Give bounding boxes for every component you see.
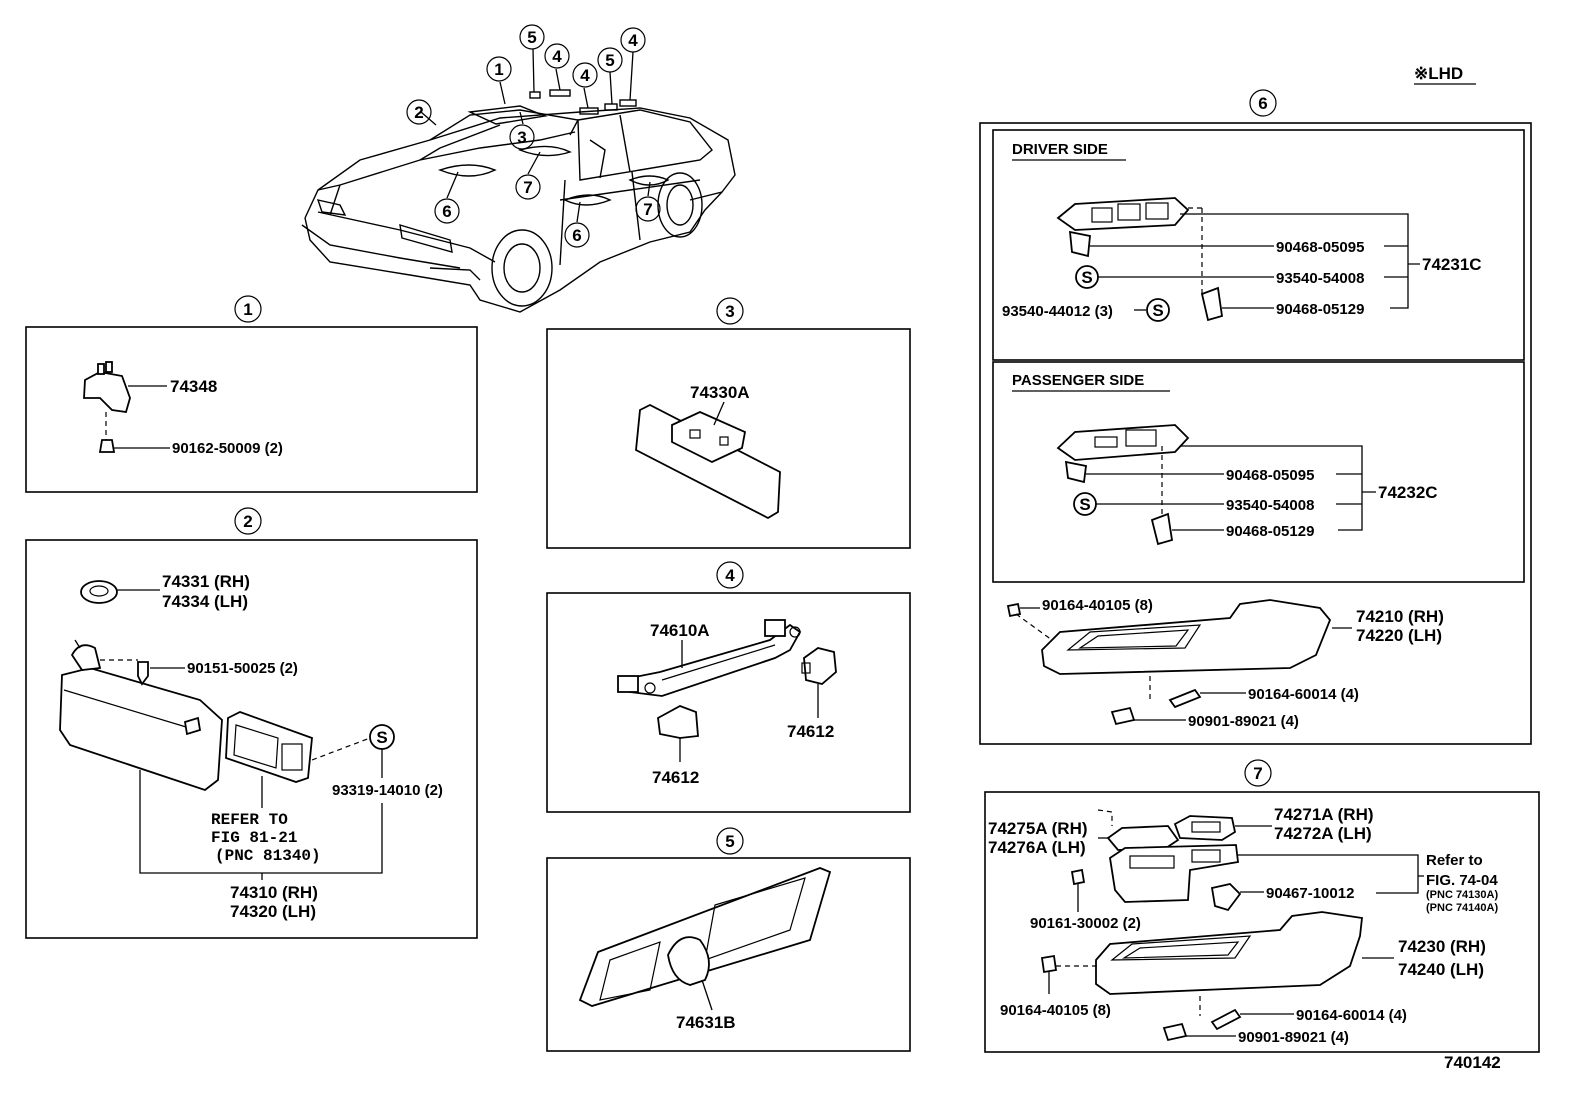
section-1: 1 74348 90162-50009 (2)	[25, 295, 478, 493]
section-1-index: 1	[243, 300, 252, 319]
refer-pnc-1: (PNC 74130A)	[1426, 889, 1498, 901]
section-2: 2 74331 (RH) 74334 (LH) 90151-50025 (2) …	[25, 507, 478, 939]
part-74231c: 74231C	[1422, 255, 1482, 274]
part-74631b: 74631B	[676, 1013, 736, 1032]
svg-text:7: 7	[523, 178, 532, 197]
part-74334-lh: 74334 (LH)	[162, 592, 248, 611]
svg-text:2: 2	[414, 103, 423, 122]
car-overview: 2 1 3 5 4 4 5 4 6 7 6 7	[301, 24, 736, 313]
part-93540-54008-d: 93540-54008	[1276, 270, 1364, 287]
svg-text:3: 3	[517, 128, 526, 147]
svg-text:4: 4	[552, 47, 562, 66]
part-74612-b: 74612	[787, 722, 834, 741]
section-4-index: 4	[725, 566, 735, 585]
part-90164-40105-6: 90164-40105 (8)	[1042, 597, 1153, 614]
svg-text:7: 7	[643, 200, 652, 219]
refer-pnc-2: (PNC 74140A)	[1426, 902, 1498, 914]
part-93540-54008-p: 93540-54008	[1226, 497, 1314, 514]
svg-text:4: 4	[580, 66, 590, 85]
svg-text:6: 6	[442, 202, 451, 221]
s-symbol: S	[1081, 268, 1092, 287]
overview-callout-5: 5	[597, 47, 623, 73]
section-6: 6 DRIVER SIDE 90468-05095 S 93540-54008 …	[979, 89, 1532, 745]
overview-callout-4: 4	[572, 62, 598, 88]
part-74271a-rh: 74271A (RH)	[1274, 805, 1374, 824]
part-90468-05129-p: 90468-05129	[1226, 523, 1314, 540]
section-3: 3 74330A	[546, 297, 911, 549]
svg-text:6: 6	[572, 226, 581, 245]
overview-callout-7: 7	[515, 174, 541, 200]
section-6-index: 6	[1258, 94, 1267, 113]
part-90901-89021-7: 90901-89021 (4)	[1238, 1029, 1349, 1046]
overview-callout-4: 4	[620, 27, 646, 53]
section-4: 4 74610A 74612 74612	[546, 561, 911, 813]
section-2-index: 2	[243, 512, 252, 531]
part-90901-89021-6: 90901-89021 (4)	[1188, 713, 1299, 730]
section-7: 7 74271A (RH) 74272A (LH) 74275A (RH) 74…	[984, 759, 1540, 1053]
svg-text:1: 1	[494, 60, 503, 79]
passenger-side-title: PASSENGER SIDE	[1012, 372, 1144, 389]
svg-text:5: 5	[527, 28, 536, 47]
svg-text:4: 4	[628, 31, 638, 50]
part-93540-44012: 93540-44012 (3)	[1002, 303, 1113, 320]
part-90162-50009: 90162-50009 (2)	[172, 440, 283, 457]
part-74330a: 74330A	[690, 383, 750, 402]
refer-line-2: FIG 81-21	[211, 829, 297, 847]
refer-fig-line: FIG. 74-04	[1426, 872, 1498, 889]
overview-callout-6: 6	[434, 198, 460, 224]
part-74232c: 74232C	[1378, 483, 1438, 502]
part-90468-05095-p: 90468-05095	[1226, 467, 1314, 484]
part-93319-14010: 93319-14010 (2)	[332, 782, 443, 799]
s-symbol: S	[376, 728, 387, 747]
section-3-index: 3	[725, 302, 734, 321]
overview-callout-5: 5	[519, 24, 545, 50]
section-5-index: 5	[725, 832, 734, 851]
part-74320-lh: 74320 (LH)	[230, 902, 316, 921]
overview-callout-6: 6	[564, 222, 590, 248]
refer-to-line: Refer to	[1426, 852, 1483, 869]
section-7-index: 7	[1253, 764, 1262, 783]
part-74331-rh: 74331 (RH)	[162, 572, 250, 591]
refer-line-3: (PNC 81340)	[215, 847, 321, 865]
refer-line-1: REFER TO	[211, 811, 288, 829]
part-74272a-lh: 74272A (LH)	[1274, 824, 1372, 843]
overview-callout-3: 3	[509, 124, 535, 150]
overview-callout-7: 7	[635, 196, 661, 222]
part-90151-50025: 90151-50025 (2)	[187, 660, 298, 677]
part-90164-60014-6: 90164-60014 (4)	[1248, 686, 1359, 703]
part-90164-40105-7: 90164-40105 (8)	[1000, 1002, 1111, 1019]
part-90468-05129-d: 90468-05129	[1276, 301, 1364, 318]
part-90467-10012: 90467-10012	[1266, 885, 1354, 902]
overview-callout-4: 4	[544, 43, 570, 69]
s-symbol: S	[1152, 301, 1163, 320]
part-74612-a: 74612	[652, 768, 699, 787]
figure-number: 740142	[1444, 1053, 1501, 1072]
part-74230-rh: 74230 (RH)	[1398, 937, 1486, 956]
part-90468-05095-d: 90468-05095	[1276, 239, 1364, 256]
part-74275a-rh: 74275A (RH)	[988, 819, 1088, 838]
part-90164-60014-7: 90164-60014 (4)	[1296, 1007, 1407, 1024]
part-74240-lh: 74240 (LH)	[1398, 960, 1484, 979]
lhd-note: ※LHD	[1414, 64, 1463, 83]
part-90161-30002: 90161-30002 (2)	[1030, 915, 1141, 932]
overview-callout-2: 2	[406, 99, 432, 125]
svg-text:5: 5	[605, 51, 614, 70]
overview-callout-1: 1	[486, 56, 512, 82]
part-74210-rh: 74210 (RH)	[1356, 607, 1444, 626]
part-74220-lh: 74220 (LH)	[1356, 626, 1442, 645]
driver-side-title: DRIVER SIDE	[1012, 141, 1108, 158]
part-74348: 74348	[170, 377, 217, 396]
s-symbol: S	[1079, 495, 1090, 514]
section-5: 5 74631B	[546, 827, 911, 1052]
part-74610a: 74610A	[650, 621, 710, 640]
part-74310-rh: 74310 (RH)	[230, 883, 318, 902]
part-74276a-lh: 74276A (LH)	[988, 838, 1086, 857]
